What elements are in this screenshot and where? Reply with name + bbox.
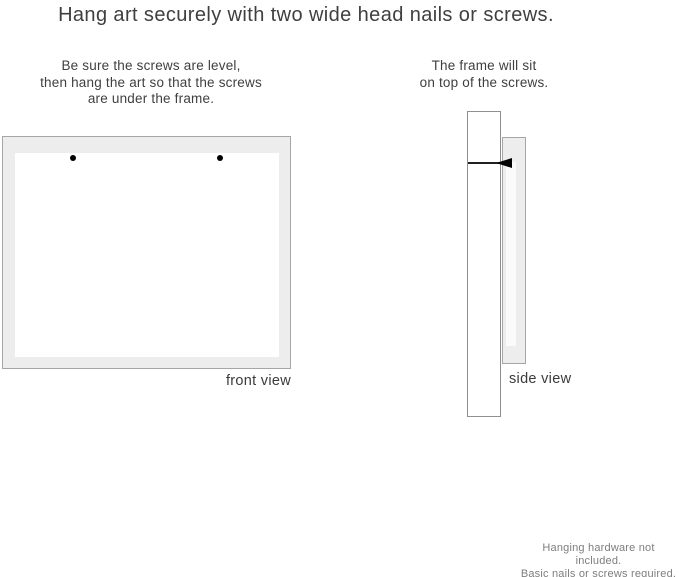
frame-side-diagram (502, 137, 526, 364)
disclaimer-line: Basic nails or screws required. (520, 568, 677, 577)
instruction-line: then hang the art so that the screws (40, 74, 262, 90)
nail-head-left (70, 155, 76, 161)
side-view-label: side view (509, 371, 572, 387)
instruction-line: Be sure the screws are level, (61, 58, 241, 73)
instruction-line: are under the frame. (87, 91, 215, 106)
wall-side-diagram (467, 111, 501, 417)
front-view-instructions: Be sure the screws are level, then hang … (22, 58, 280, 108)
nail-head-right (217, 155, 223, 161)
front-view-label: front view (225, 373, 291, 389)
frame-front-diagram (2, 136, 291, 369)
frame-side-inner (506, 162, 516, 346)
instruction-line: on top of the screws. (419, 74, 549, 90)
instruction-line: The frame will sit (431, 58, 537, 73)
side-view-instructions: The frame will sit on top of the screws. (384, 58, 584, 91)
hardware-disclaimer: Hanging hardware not included. Basic nai… (518, 542, 679, 577)
side-nail-icon (468, 158, 512, 168)
disclaimer-line: Hanging hardware not included. (542, 542, 655, 567)
art-area (15, 153, 279, 357)
page-title: Hang art securely with two wide head nai… (58, 4, 554, 26)
